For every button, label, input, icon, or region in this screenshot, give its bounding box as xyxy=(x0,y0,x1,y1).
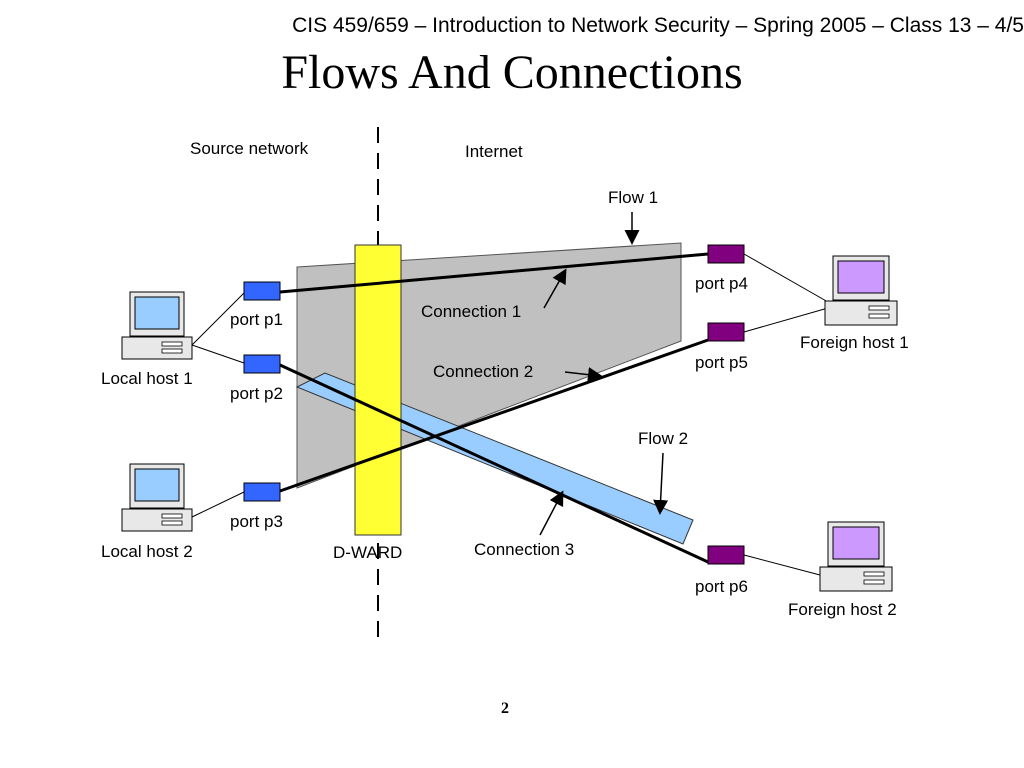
link-host1-p1 xyxy=(191,292,245,346)
flow-1-label: Flow 1 xyxy=(608,188,658,207)
connection-2-line xyxy=(279,338,709,493)
port-p4-label: port p4 xyxy=(695,274,748,293)
internet-label: Internet xyxy=(465,142,523,161)
connection-1-line xyxy=(279,252,709,294)
flow-2-arrow xyxy=(653,452,669,515)
port-p5 xyxy=(707,322,745,342)
connection-3-label: Connection 3 xyxy=(474,540,574,559)
source-network-label: Source network xyxy=(190,139,309,158)
computer-icon xyxy=(121,463,193,532)
local-host-2-label: Local host 2 xyxy=(101,542,193,561)
dward-bar xyxy=(354,244,402,536)
connection-2-label: Connection 2 xyxy=(433,362,533,381)
flow-2-label: Flow 2 xyxy=(638,429,688,448)
port-p3-label: port p3 xyxy=(230,512,283,531)
computer-icon xyxy=(121,291,193,360)
port-p1-label: port p1 xyxy=(230,310,283,329)
connection-1-arrow xyxy=(543,268,567,309)
port-p6 xyxy=(707,545,745,565)
foreign-host-2-label: Foreign host 2 xyxy=(788,600,897,619)
port-p2 xyxy=(243,354,281,374)
connection-3-line xyxy=(279,363,709,564)
link-host2-p3 xyxy=(191,491,245,518)
connection-1-label: Connection 1 xyxy=(421,302,521,321)
port-p3 xyxy=(243,482,281,502)
computer-icon xyxy=(819,521,893,592)
link-p6-foreign2 xyxy=(743,554,821,576)
slide-header: CIS 459/659 – Introduction to Network Se… xyxy=(0,14,1024,44)
link-p5-foreign1 xyxy=(743,305,836,333)
port-p4 xyxy=(707,244,745,264)
page-number: 2 xyxy=(501,700,509,717)
foreign-host-1-label: Foreign host 1 xyxy=(800,333,909,352)
port-p6-label: port p6 xyxy=(695,577,748,596)
local-host-1-label: Local host 1 xyxy=(101,369,193,388)
link-p4-foreign1 xyxy=(743,253,836,307)
port-p5-label: port p5 xyxy=(695,353,748,372)
port-p1 xyxy=(243,281,281,301)
computer-icon xyxy=(824,255,898,326)
connection-2-arrow xyxy=(564,367,603,383)
dward-label: D-WARD xyxy=(333,543,402,562)
connection-3-arrow xyxy=(539,490,564,536)
port-p2-label: port p2 xyxy=(230,384,283,403)
slide-title: Flows And Connections xyxy=(281,46,743,99)
header-text: CIS 459/659 – Introduction to Network Se… xyxy=(292,14,1024,37)
link-host1-p2 xyxy=(191,344,245,364)
